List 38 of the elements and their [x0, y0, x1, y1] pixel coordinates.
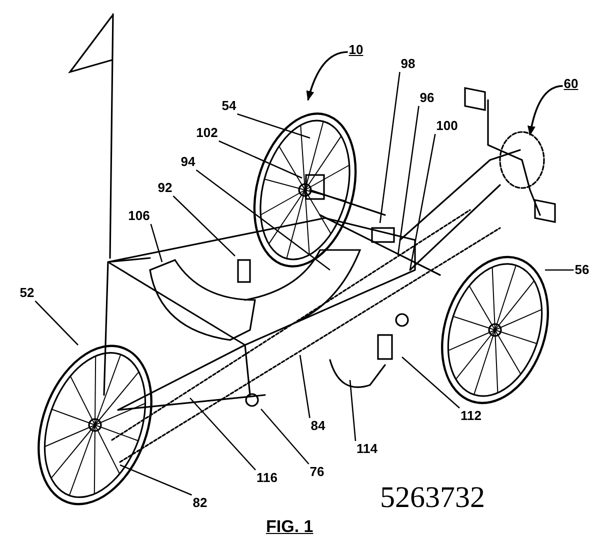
arrow: [528, 85, 563, 136]
leader-line: [196, 169, 330, 271]
leader-line: [260, 408, 310, 464]
callout-number: 100: [436, 119, 458, 133]
callout-number: 106: [128, 209, 150, 223]
leader-line: [409, 134, 436, 270]
leader-line: [150, 224, 163, 262]
leader-line: [34, 300, 78, 346]
leader-line: [299, 354, 310, 418]
leader-line: [190, 398, 256, 470]
callout-number: 92: [158, 181, 172, 195]
callout-number: 52: [20, 286, 34, 300]
callout-number: 114: [356, 442, 378, 456]
leader-line: [379, 72, 400, 224]
callout-number: 82: [192, 496, 208, 510]
arrow: [306, 51, 348, 101]
figure-caption: FIG. 1: [266, 517, 314, 537]
leader-line: [120, 464, 192, 496]
callout-number: 94: [180, 155, 196, 169]
leader-line: [237, 113, 310, 139]
leader-line: [545, 269, 574, 271]
callout-number: 76: [310, 465, 324, 479]
callout-number: 10: [348, 43, 364, 57]
leader-line: [402, 356, 460, 408]
callout-number: 116: [256, 471, 278, 485]
leader-line: [349, 380, 356, 442]
leader-line: [397, 106, 420, 256]
patent-number: 5263732: [380, 482, 485, 514]
callout-number: 96: [420, 91, 434, 105]
leader-line: [218, 140, 302, 179]
callout-number: 56: [574, 263, 590, 277]
callout-number: 102: [196, 126, 218, 140]
callout-number: 60: [564, 77, 578, 91]
callout-number: 84: [310, 419, 326, 433]
leader-line: [172, 196, 236, 256]
callout-number: 112: [460, 409, 482, 423]
callout-number: 54: [222, 99, 236, 113]
callout-number: 98: [400, 57, 416, 71]
